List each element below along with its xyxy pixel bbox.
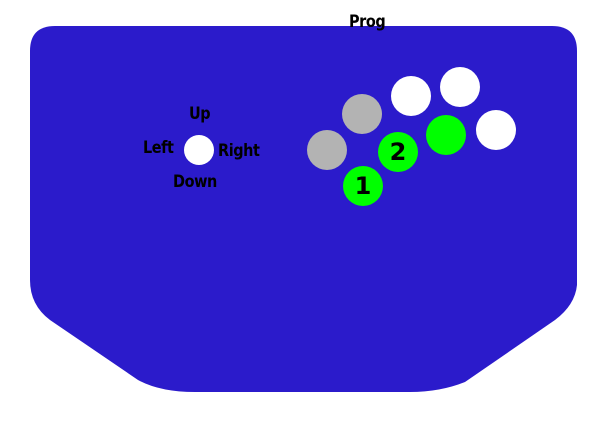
down-label: Down [173,172,217,192]
joystick[interactable] [184,135,214,165]
white-button-2[interactable] [440,67,480,107]
button-1-label: 1 [354,172,372,200]
green-button-1[interactable]: 1 [343,166,383,206]
prog-label: Prog [349,12,386,32]
green-button-2[interactable]: 2 [378,132,418,172]
white-button-3[interactable] [476,110,516,150]
green-button-3[interactable] [426,115,466,155]
gray-button-1[interactable] [307,130,347,170]
up-label: Up [189,104,211,124]
gray-button-2[interactable] [342,94,382,134]
right-label: Right [218,141,260,161]
white-button-1[interactable] [391,76,431,116]
left-label: Left [143,138,174,158]
button-2-label: 2 [389,138,407,166]
